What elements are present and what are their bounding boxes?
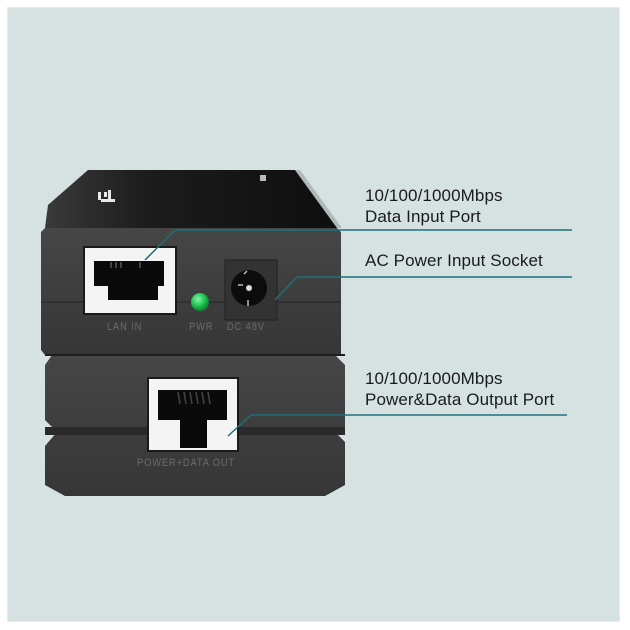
callout-line-ac-socket [274, 276, 572, 301]
power-data-out-port [147, 377, 239, 452]
callout-power-data-output-port: 10/100/1000Mbps Power&Data Output Port [365, 368, 554, 410]
lan-in-port [83, 246, 177, 315]
dc-power-jack [224, 259, 278, 321]
callout-lines [144, 229, 572, 437]
pwr-led-indicator [191, 293, 209, 311]
small-print-icon [260, 175, 266, 181]
lan-in-silkscreen: LAN IN [107, 321, 143, 333]
callout-speed: 10/100/1000Mbps [365, 369, 503, 388]
pwr-silkscreen: PWR [189, 321, 214, 333]
callout-line-data-input [144, 229, 572, 261]
power-data-out-silkscreen: POWER+DATA OUT [137, 457, 236, 469]
callout-speed: 10/100/1000Mbps [365, 186, 503, 205]
callout-ac-power-socket: AC Power Input Socket [365, 250, 543, 271]
brand-logo-icon [98, 190, 115, 202]
dc-48v-silkscreen: DC 48V [227, 321, 265, 333]
callout-data-input-port: 10/100/1000Mbps Data Input Port [365, 185, 503, 227]
callout-title: Data Input Port [365, 207, 481, 226]
callout-title: Power&Data Output Port [365, 390, 555, 409]
callout-line-output [227, 414, 567, 437]
callout-title: AC Power Input Socket [365, 251, 543, 270]
